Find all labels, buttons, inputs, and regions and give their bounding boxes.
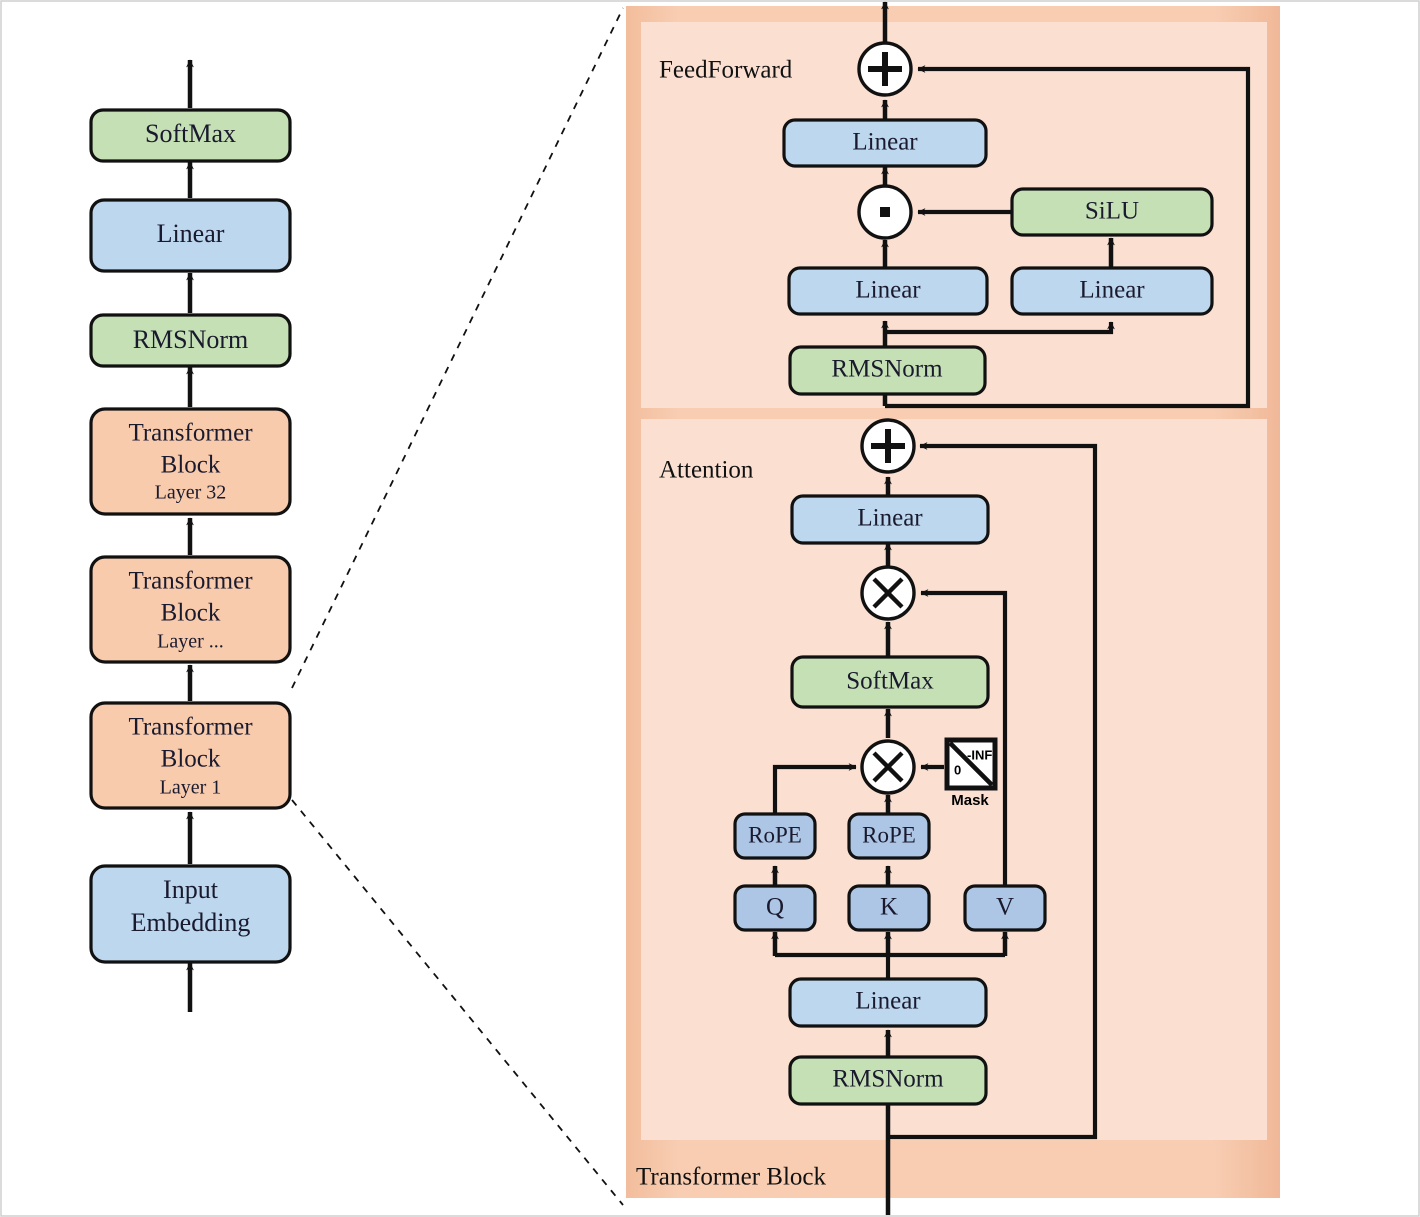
feedforward-residual-add [857, 41, 913, 97]
left-box-rmsnorm[interactable]: RMSNorm [89, 313, 292, 368]
ff-box-silu[interactable]: SiLU [1010, 187, 1214, 237]
ff-box-label: Linear [1079, 277, 1145, 304]
attention-value-matmul [860, 565, 916, 621]
value-to-matmul-path [920, 589, 1008, 886]
mask-upper-value: -INF [967, 747, 992, 762]
left-box-label-2: Block [161, 746, 221, 773]
attn-box-softmax[interactable]: SoftMax [790, 655, 990, 709]
attn-box-label: K [880, 894, 898, 921]
left-box-transformer-block-layer-dots[interactable]: Transformer Block Layer ... [89, 555, 292, 664]
attn-box-query[interactable]: Q [733, 884, 817, 932]
attn-box-label: RoPE [862, 822, 916, 847]
callout-dashed-lines [291, 7, 624, 1206]
attn-box-linear-qkv[interactable]: Linear [788, 977, 988, 1028]
attn-box-rmsnorm[interactable]: RMSNorm [788, 1055, 988, 1106]
ff-box-rmsnorm[interactable]: RMSNorm [788, 345, 987, 396]
attn-box-label: RoPE [748, 822, 802, 847]
left-box-label: Linear [157, 219, 225, 248]
left-box-label: Transformer [128, 714, 253, 741]
left-box-label: SoftMax [145, 119, 236, 148]
attn-box-rope-k[interactable]: RoPE [847, 812, 931, 860]
left-box-sublabel: Layer 1 [160, 777, 222, 799]
attention-wiring [771, 442, 1098, 1215]
left-box-transformer-block-layer-32[interactable]: Transformer Block Layer 32 [89, 407, 292, 516]
feedforward-residual-path [885, 65, 1251, 409]
model-overview-stack: Input Embedding Transformer Block Layer … [89, 59, 292, 1012]
ff-box-label: Linear [852, 129, 918, 156]
left-box-sublabel: Layer 32 [155, 482, 227, 504]
left-box-label-2: Embedding [131, 908, 251, 937]
left-box-label: RMSNorm [133, 325, 249, 354]
left-box-softmax[interactable]: SoftMax [89, 108, 292, 163]
attention-section-label: Attention [659, 457, 754, 484]
causal-mask-icon: 0 -INF Mask [944, 737, 998, 809]
attn-box-label: V [996, 894, 1014, 921]
arrow-ff-rmsnorm-to-up [885, 321, 1115, 335]
attn-box-rope-q[interactable]: RoPE [733, 812, 817, 860]
left-box-label: Transformer [128, 568, 253, 595]
attn-box-label: SoftMax [846, 668, 934, 695]
ff-box-linear-out[interactable]: Linear [782, 118, 988, 168]
mask-caption: Mask [951, 792, 989, 809]
left-box-linear[interactable]: Linear [89, 198, 292, 273]
callout-line-top [291, 7, 624, 689]
left-box-input-embedding[interactable]: Input Embedding [89, 864, 292, 964]
attn-box-label: Q [766, 894, 784, 921]
left-box-label: Input [163, 875, 219, 904]
ff-box-linear-up[interactable]: Linear [1010, 266, 1214, 316]
callout-line-bottom [291, 799, 624, 1206]
ff-box-label: SiLU [1085, 198, 1139, 225]
attn-box-key[interactable]: K [847, 884, 931, 932]
feedforward-elementwise-multiply [857, 184, 913, 240]
feedforward-section-label: FeedForward [659, 57, 793, 84]
transformer-block-panel-label: Transformer Block [636, 1164, 827, 1191]
left-box-label: Transformer [128, 420, 253, 447]
attn-box-label: Linear [855, 988, 921, 1015]
ff-box-label: RMSNorm [831, 356, 943, 383]
mask-lower-value: 0 [954, 762, 961, 777]
attention-qk-matmul [860, 739, 916, 795]
attn-box-linear-out[interactable]: Linear [790, 494, 990, 545]
attention-residual-add [860, 418, 916, 474]
attn-box-value[interactable]: V [963, 884, 1047, 932]
left-box-sublabel: Layer ... [157, 631, 224, 653]
query-to-matmul-path [772, 763, 857, 815]
left-box-label-2: Block [161, 452, 221, 479]
ff-box-label: Linear [855, 277, 921, 304]
ff-box-linear-gate[interactable]: Linear [787, 266, 989, 316]
attn-box-label: RMSNorm [832, 1066, 944, 1093]
attention-residual-path [888, 442, 1098, 1140]
attn-box-label: Linear [857, 505, 923, 532]
left-box-transformer-block-layer-1[interactable]: Transformer Block Layer 1 [89, 701, 292, 810]
left-box-label-2: Block [161, 600, 221, 627]
